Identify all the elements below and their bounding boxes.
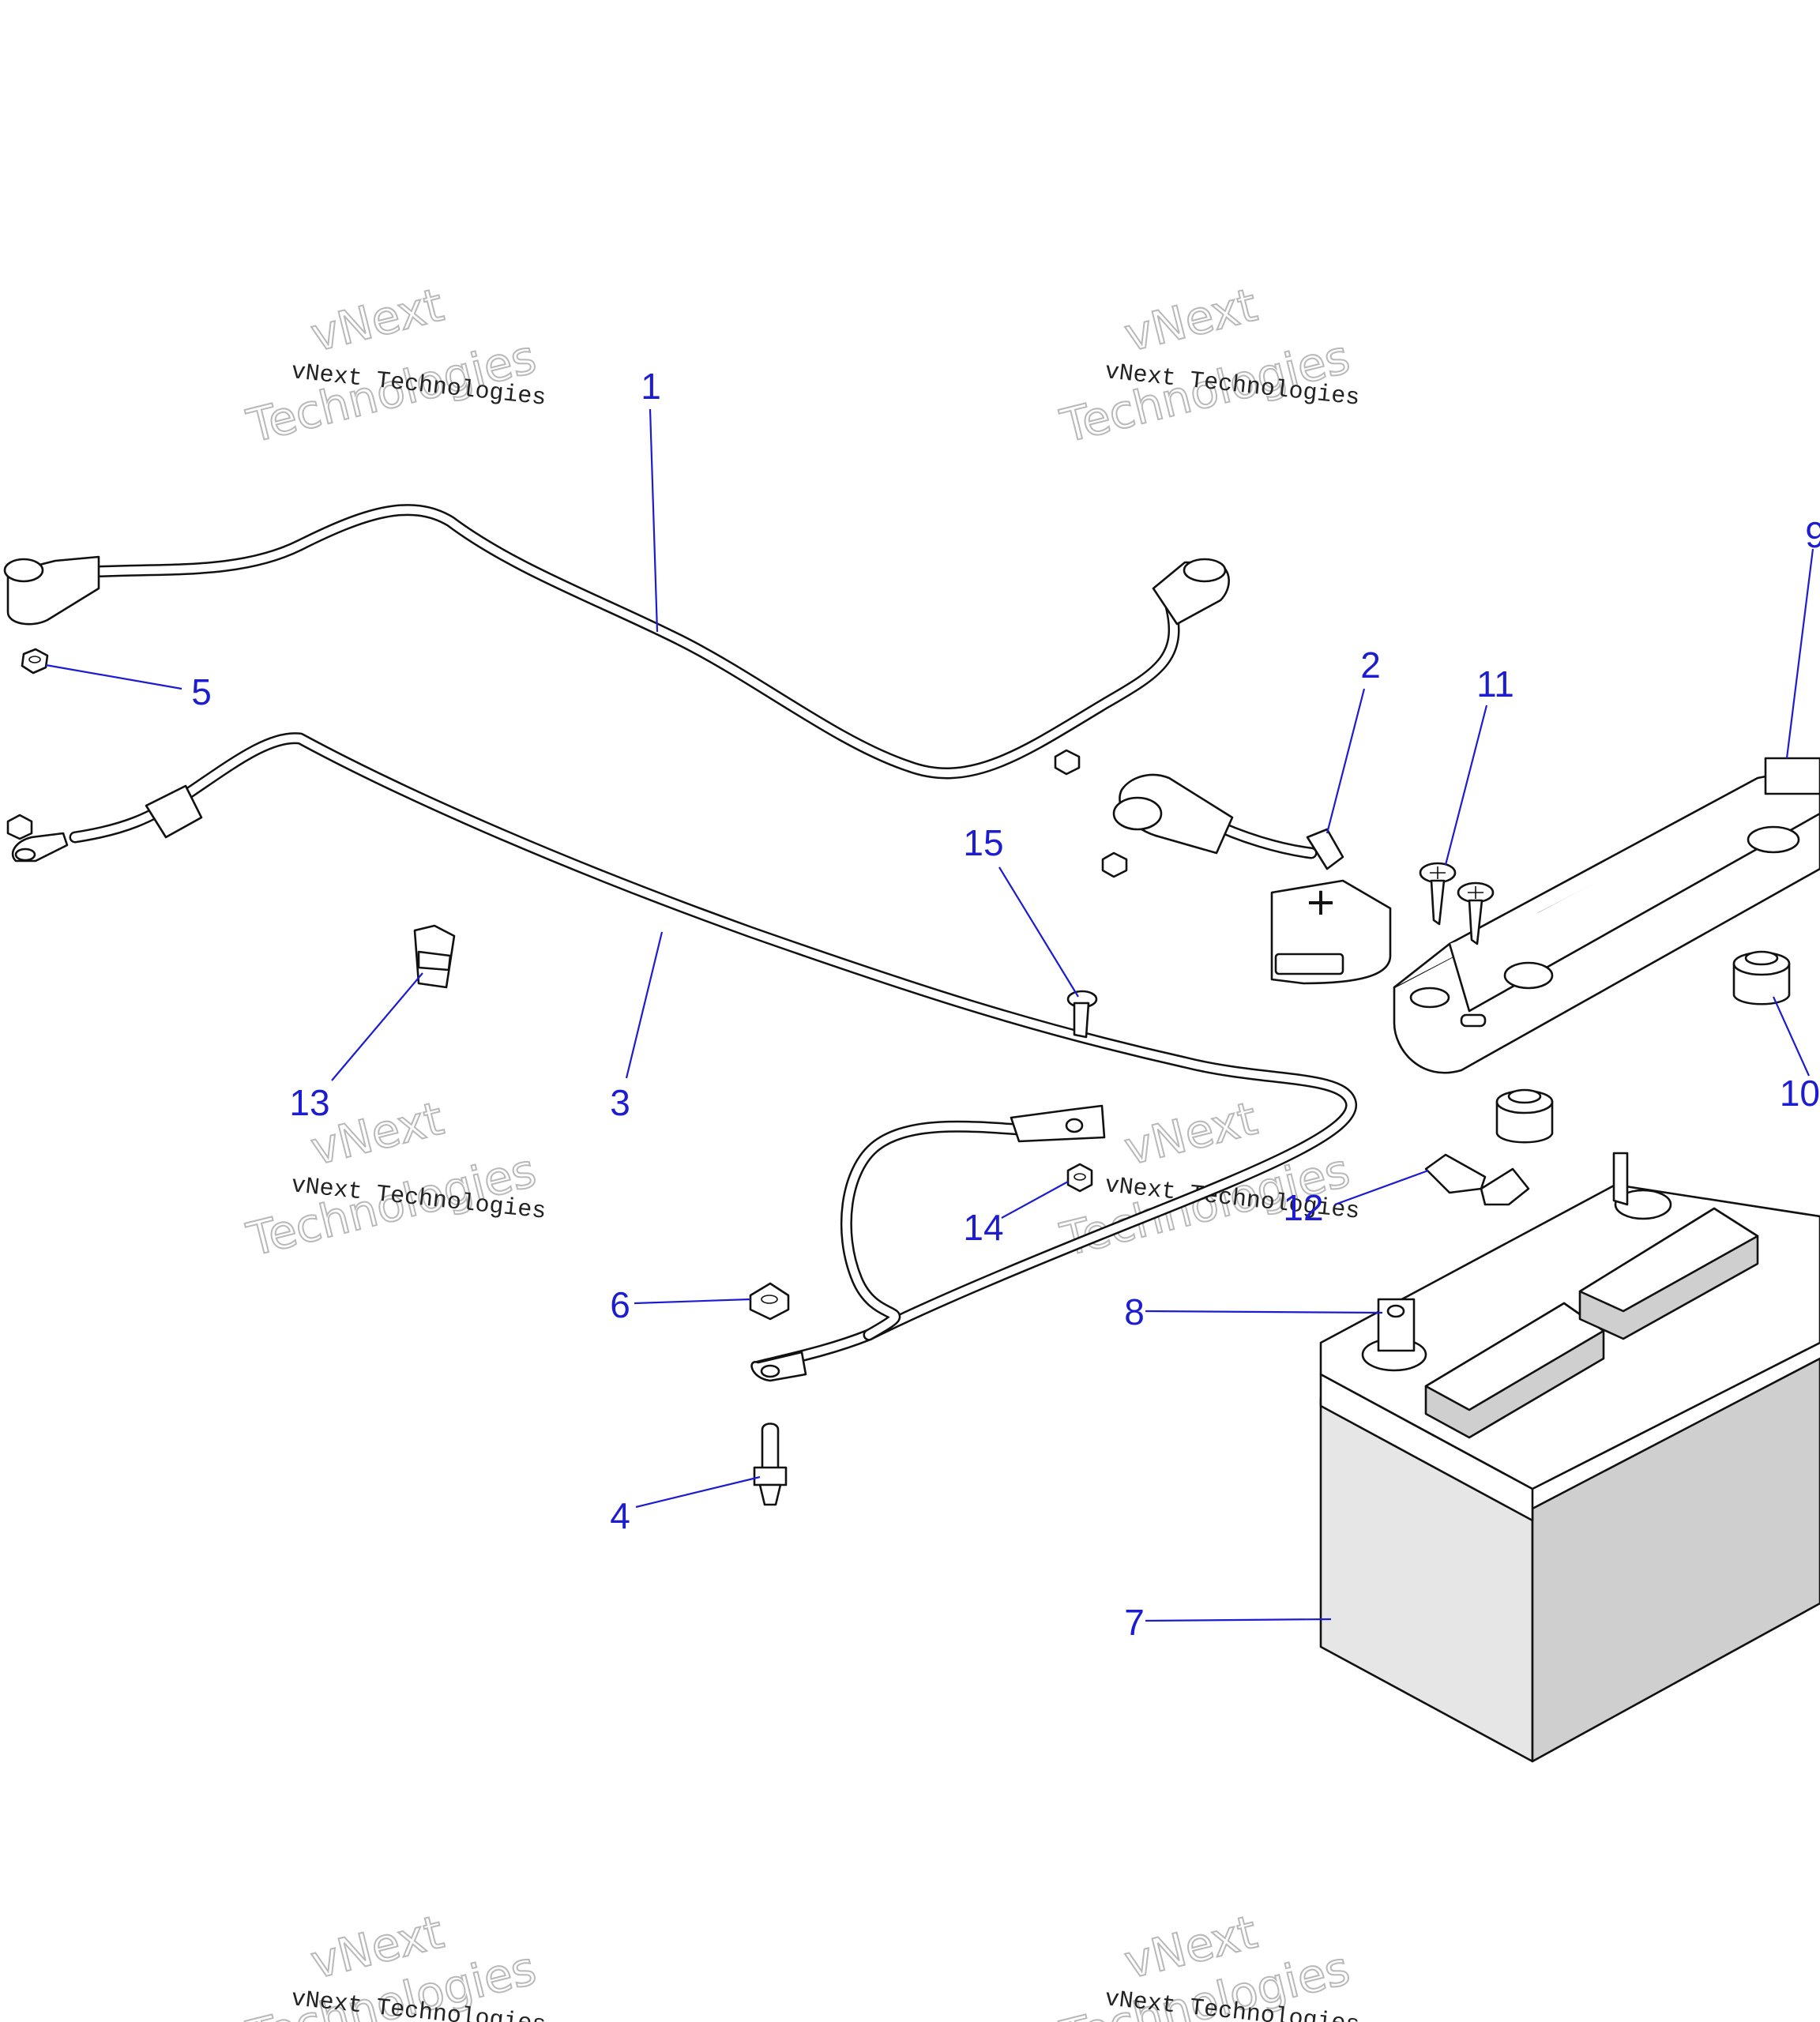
nut-near-cable-end — [1054, 749, 1128, 878]
part-6-flange-nut — [749, 1282, 790, 1321]
leader-12 — [1334, 1169, 1429, 1206]
watermark-top-right: vNext Technologies vNext Technologies — [1055, 277, 1361, 454]
part-10-grommets — [1495, 950, 1791, 1144]
leader-11 — [1444, 705, 1488, 866]
part-9-holddown-bracket — [1393, 757, 1820, 1074]
watermark-big-word-1: vNext — [1119, 278, 1262, 363]
part-12-clip-nuts — [1424, 1153, 1530, 1206]
leader-5 — [45, 663, 182, 690]
battery-plus-symbol: + — [1305, 880, 1337, 924]
watermark-mid-left: vNext Technologies vNext Technologies — [241, 1091, 547, 1268]
part-5-nut — [21, 648, 49, 675]
leader-8 — [1145, 1310, 1383, 1314]
callout-3: 3 — [610, 1082, 630, 1123]
callout-15: 15 — [963, 822, 1003, 863]
part-5-nut-alt — [6, 814, 33, 840]
leader-lines — [45, 408, 1814, 1622]
callout-7: 7 — [1124, 1602, 1145, 1643]
callout-numbers: 1 2 3 4 5 6 7 8 9 10 11 12 13 14 15 — [191, 366, 1820, 1643]
part-1-positive-cable — [3, 504, 1230, 780]
leader-15 — [998, 866, 1079, 998]
callout-11: 11 — [1476, 663, 1514, 705]
leader-14 — [1001, 1181, 1069, 1219]
part-2-terminal-lead: + — [1112, 773, 1392, 985]
leader-4 — [635, 1475, 761, 1509]
watermark-big-word-1: vNext — [306, 278, 449, 363]
callout-14: 14 — [963, 1207, 1003, 1248]
leader-1 — [649, 408, 659, 633]
callout-9: 9 — [1805, 514, 1820, 555]
leader-10 — [1772, 996, 1811, 1077]
callout-2: 2 — [1360, 645, 1381, 686]
callout-10: 10 — [1780, 1073, 1820, 1114]
part-3-negative-cable — [11, 732, 1357, 1382]
leader-3 — [625, 931, 664, 1079]
leader-9 — [1785, 548, 1814, 759]
callout-6: 6 — [610, 1284, 630, 1325]
leader-7 — [1145, 1618, 1332, 1622]
leader-2 — [1326, 688, 1366, 834]
watermark-bottom-right: vNext Technologies vNext Technologies — [1055, 1904, 1361, 2022]
watermark-top-left: vNext Technologies vNext Technologies — [241, 277, 547, 454]
part-14-nut — [1066, 1163, 1093, 1193]
callout-13: 13 — [289, 1082, 329, 1123]
watermark-big-word-1: vNext — [1119, 1092, 1262, 1176]
callout-5: 5 — [191, 671, 212, 712]
part-13-cable-clip — [413, 924, 456, 989]
leader-13 — [331, 972, 423, 1081]
watermark-bottom-left: vNext Technologies vNext Technologies — [241, 1904, 547, 2022]
callout-1: 1 — [641, 366, 661, 407]
callout-4: 4 — [610, 1495, 630, 1536]
callout-8: 8 — [1124, 1291, 1145, 1332]
part-7-battery — [1319, 1152, 1820, 1763]
part-15-bolt — [1066, 990, 1098, 1039]
callout-12: 12 — [1283, 1187, 1323, 1228]
part-4-stud — [753, 1423, 788, 1506]
part-11-screws — [1419, 862, 1495, 945]
leader-6 — [634, 1298, 751, 1305]
